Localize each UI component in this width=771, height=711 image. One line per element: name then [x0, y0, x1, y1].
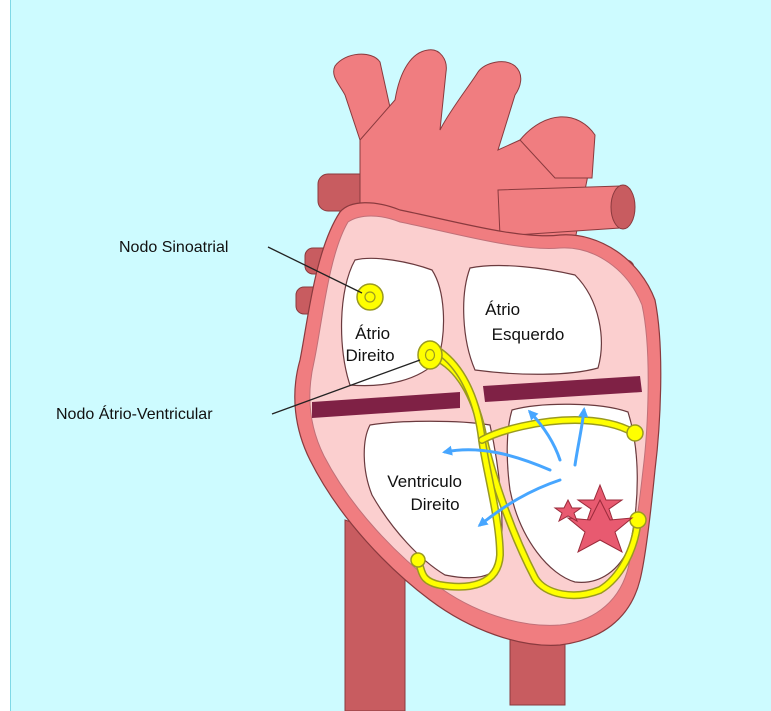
right-ventricle-label-line1: Ventriculo [387, 472, 462, 491]
left-atrium-chamber [464, 266, 602, 375]
av-node-label: Nodo Átrio-Ventricular [56, 404, 213, 423]
left-atrium-label-line2: Esquerdo [492, 325, 565, 344]
sa-node-label: Nodo Sinoatrial [119, 239, 228, 256]
purkinje-end-right-lower [630, 512, 646, 528]
purkinje-end-left [411, 553, 425, 567]
right-atrium-label-line2: Direito [345, 346, 394, 365]
right-ventricle-label-line2: Direito [410, 495, 459, 514]
av-node [418, 341, 442, 369]
right-atrium-label-line1: Átrio [355, 324, 390, 343]
purkinje-end-right-upper [627, 425, 643, 441]
sa-node [357, 284, 383, 310]
left-atrium-label-line1: Átrio [485, 300, 520, 319]
